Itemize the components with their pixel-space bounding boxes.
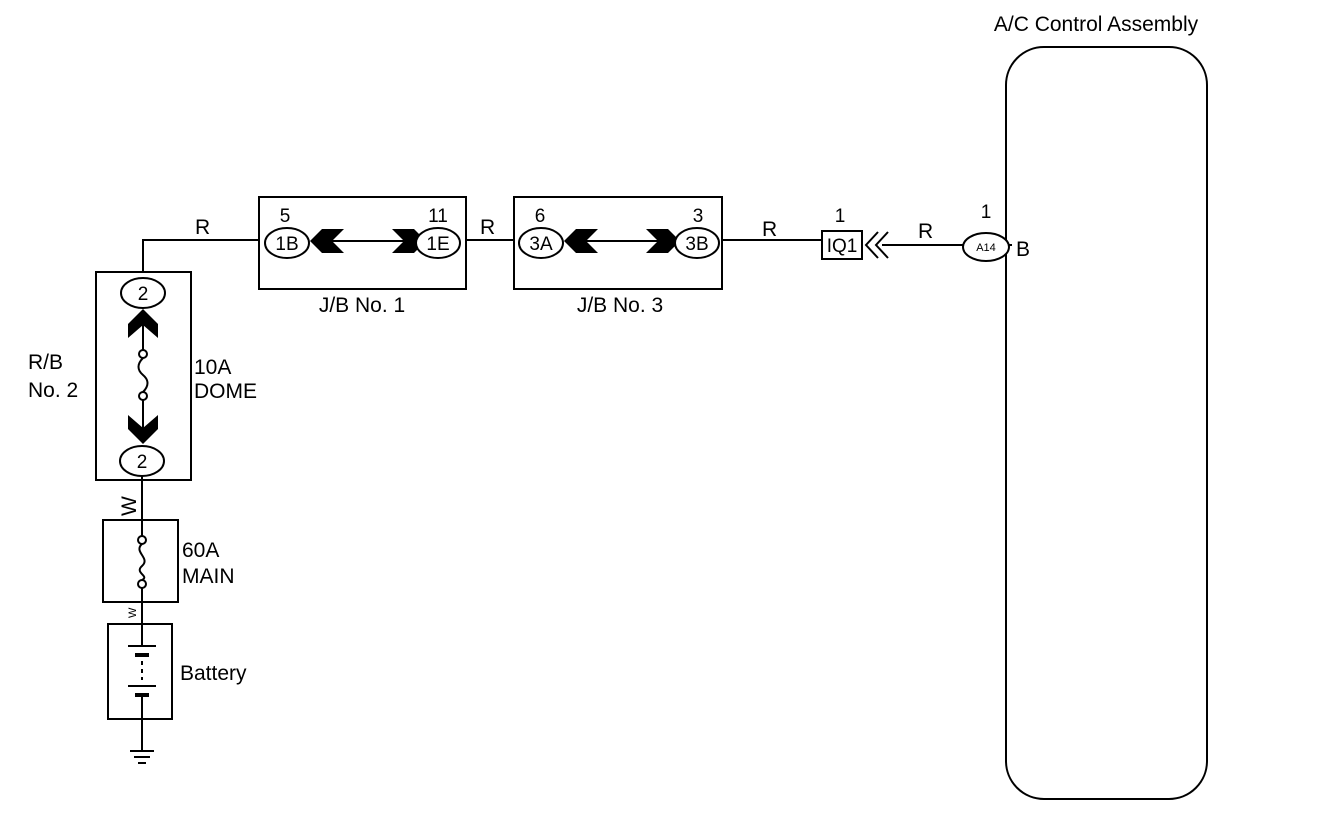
jb3-pin-right-number: 3 <box>693 206 704 227</box>
jb3-label: J/B No. 3 <box>577 294 663 317</box>
rb2-label-line1: R/B <box>28 351 63 374</box>
main-fuse-icon <box>138 543 146 581</box>
battery-label: Battery <box>180 662 247 685</box>
jb3-right-arrow <box>646 229 680 253</box>
rb2-pin-top-connector <box>120 277 166 309</box>
ac-control-assembly-title: A/C Control Assembly <box>994 13 1199 36</box>
junction-block-3: 6 3A 3 3B <box>513 196 723 290</box>
a14-label: A14 <box>976 242 996 254</box>
jb3-left-arrow <box>564 229 598 253</box>
main-fuse-box <box>102 519 179 603</box>
battery-box <box>107 623 173 720</box>
connector-iq1: 1 IQ1 <box>821 206 889 260</box>
jb3-pin-left-label: 3A <box>529 234 553 255</box>
jb3-pin-left-number: 6 <box>535 206 546 227</box>
rb2-fuse-terminal-bottom <box>138 391 148 401</box>
main-fuse-name: MAIN <box>182 565 235 588</box>
jb3-pin-right-connector <box>674 227 720 259</box>
jb3-pin-right-label: 3B <box>685 234 708 255</box>
jb1-left-arrow <box>310 229 344 253</box>
iq1-box <box>821 230 863 260</box>
a14-pin-number: 1 <box>981 202 992 223</box>
wire-rb2-to-jb1 <box>142 239 264 278</box>
wire-color-r-4: R <box>918 220 933 243</box>
jb3-pin-left-connector <box>518 227 564 259</box>
connector-a14: 1 A14 B <box>962 202 1030 262</box>
battery-block <box>107 623 173 720</box>
wire-color-r-3: R <box>762 218 777 241</box>
jb1-pin-right-number: 11 <box>428 206 448 227</box>
dome-fuse-rating: 10A <box>194 356 231 379</box>
wire-color-r-2: R <box>480 216 495 239</box>
ac-control-assembly-body <box>1005 46 1208 800</box>
iq1-connector-chevrons <box>864 231 889 259</box>
main-fuse-rating: 60A <box>182 539 219 562</box>
dome-fuse-icon <box>137 357 149 393</box>
jb1-pin-right-label: 1E <box>426 234 449 255</box>
rb2-pin-top-label: 2 <box>138 284 149 305</box>
jb1-pin-right-connector <box>415 227 461 259</box>
wire-color-w-1: W <box>118 496 141 516</box>
iq1-pin-number: 1 <box>835 206 846 227</box>
junction-block-1: 5 1B 11 1E <box>258 196 467 290</box>
rb2-up-arrow <box>128 309 158 338</box>
dome-fuse-name: DOME <box>194 380 257 403</box>
relay-block-2: 2 2 <box>95 271 192 481</box>
wire-color-w-2: W <box>127 607 139 618</box>
jb1-label: J/B No. 1 <box>319 294 405 317</box>
main-fuse-terminal-top <box>137 535 147 545</box>
main-fuse-block <box>102 519 179 603</box>
iq1-label: IQ1 <box>827 236 858 257</box>
jb1-pin-left-connector <box>264 227 310 259</box>
rb2-fuse-terminal-top <box>138 349 148 359</box>
wire-color-r-1: R <box>195 216 210 239</box>
rb2-label-line2: No. 2 <box>28 379 78 402</box>
jb1-pin-left-label: 1B <box>275 234 298 255</box>
rb2-down-arrow <box>128 415 158 444</box>
a14-terminal-label: B <box>1016 238 1030 261</box>
a14-connector <box>962 232 1010 262</box>
rb2-pin-bottom-label: 2 <box>137 452 148 473</box>
main-fuse-terminal-bottom <box>137 579 147 589</box>
ground-icon <box>130 719 154 764</box>
jb1-pin-left-number: 5 <box>280 206 291 227</box>
